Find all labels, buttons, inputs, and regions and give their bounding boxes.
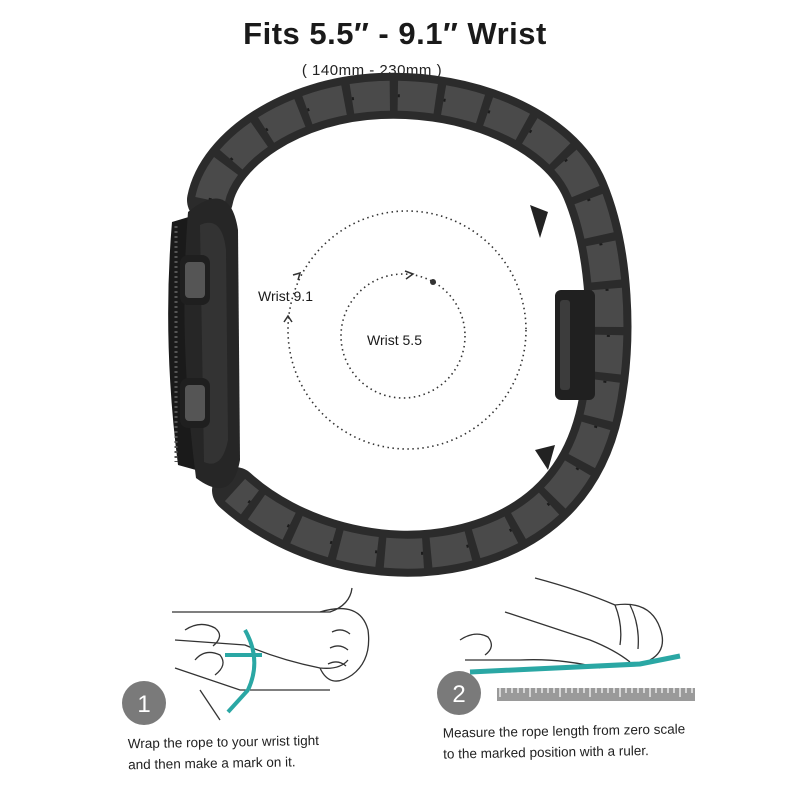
wrist-size-diagram: Wrist 9.1 Wrist 5.5 <box>258 210 527 450</box>
step2-illustration <box>459 577 681 675</box>
outer-wrist-label: Wrist 9.1 <box>258 288 313 304</box>
inner-arrow-icon <box>404 270 415 280</box>
ruler <box>497 688 695 701</box>
step1-caption: Wrap the rope to your wrist tight and th… <box>128 729 389 776</box>
inner-wrist-circle <box>340 273 466 399</box>
outer-arrow-icon <box>292 271 302 281</box>
inner-wrist-label: Wrist 5.5 <box>367 332 422 348</box>
page-title: Fits 5.5″ - 9.1″ Wrist <box>243 16 547 51</box>
step2-number: 2 <box>452 681 465 708</box>
step1-badge <box>122 681 166 725</box>
step1-number: 1 <box>137 691 150 718</box>
step2-caption: Measure the rope length from zero scale … <box>443 717 744 764</box>
watch-band <box>187 72 632 577</box>
step1-illustration <box>172 587 370 721</box>
watch-case <box>168 198 240 489</box>
step2-badge <box>437 671 481 715</box>
outer-wrist-circle <box>287 210 527 450</box>
